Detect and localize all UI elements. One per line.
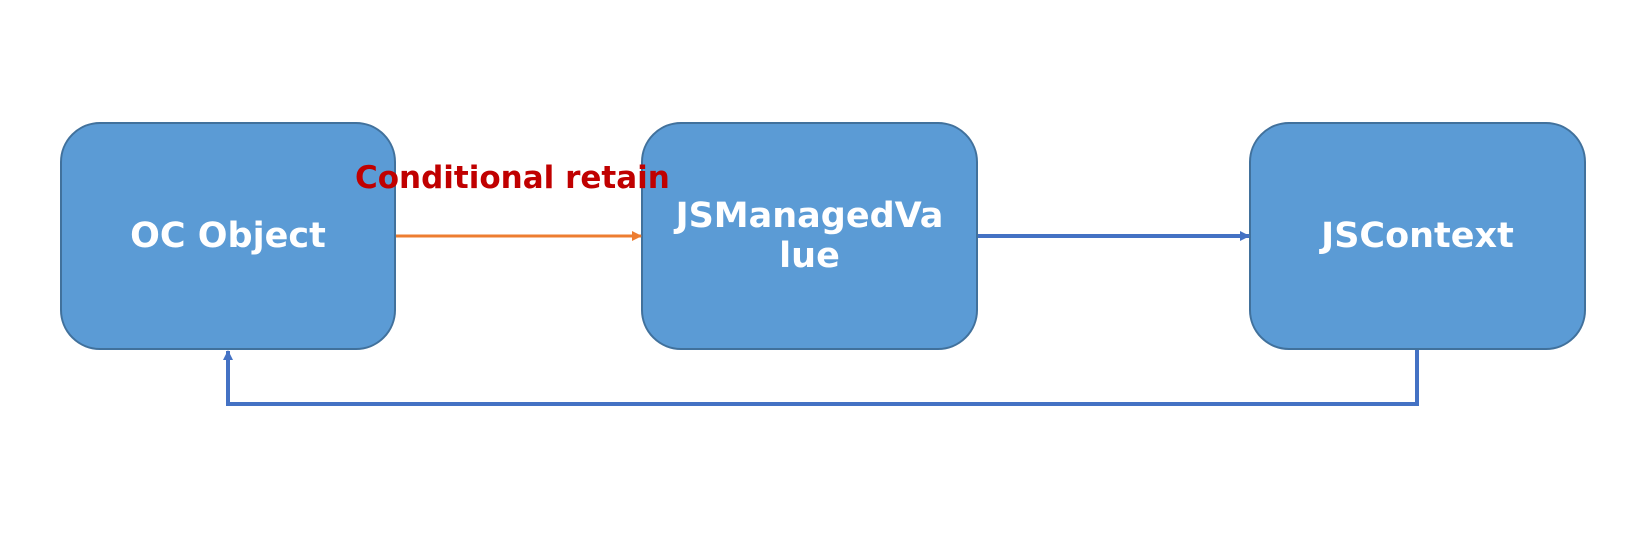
- node-oc-object: OC Object: [60, 122, 396, 350]
- node-jsmanagedvalue-label: JSManagedValue: [675, 195, 944, 276]
- edge-label-conditional-retain: Conditional retain: [355, 160, 670, 196]
- node-jscontext: JSContext: [1249, 122, 1586, 350]
- node-oc-object-label: OC Object: [130, 215, 326, 256]
- node-jscontext-label: JSContext: [1321, 215, 1514, 256]
- node-jsmanagedvalue: JSManagedValue: [641, 122, 978, 350]
- edge-jscontext-to-oc-object: [223, 350, 1419, 406]
